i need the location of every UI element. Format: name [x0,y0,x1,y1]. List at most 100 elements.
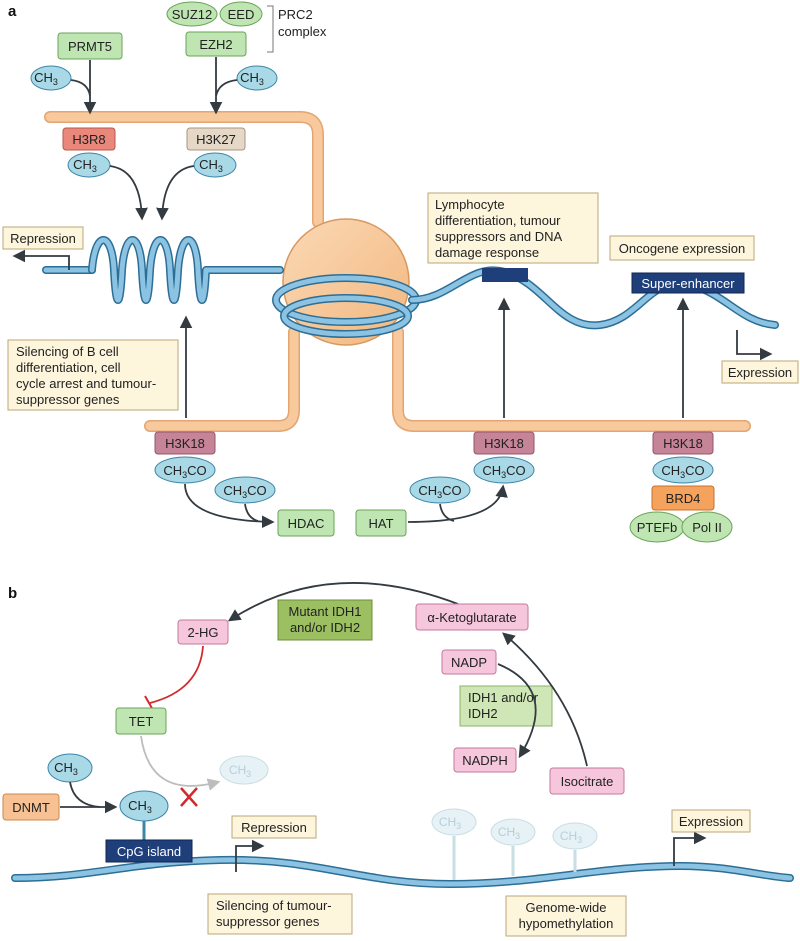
svg-text:CH3: CH3 [439,815,461,831]
isocitrate-to-akg-arrow [502,632,588,767]
ch3co-bubble-left [154,456,216,484]
ptefb-label: PTEFb [637,520,677,535]
h3k27-box [186,127,246,151]
ch3-h3r8-label: CH3 [73,157,97,174]
dnmt-box [2,793,60,821]
silencing-a-line-3: cycle arrest and tumour- [16,376,156,391]
lymphocyte-note [427,192,599,264]
ch3-b1-label: CH3 [54,760,78,777]
repression-arrow-a [12,249,70,270]
repression-label-a: Repression [10,231,76,246]
prmt5-box [57,32,123,60]
ch3co-hat-label: CH3CO [418,483,461,500]
prc2-label-1: PRC2 [278,7,313,22]
ch3-bubble-cpg [119,790,169,822]
isocitrate-box [549,767,625,795]
deacetylation-arrow [184,483,275,529]
silencing-note-b [207,893,353,935]
ch3-bubble-h3k27 [193,152,237,178]
expression-label-a: Expression [728,365,792,380]
repression-label-b: Repression [241,820,307,835]
expression-arrow-a [736,330,773,361]
h3k18-box-left [154,431,216,455]
hypomethylation-note [505,895,627,937]
dna-condensed-coil [88,236,284,304]
ch3-bubble-a2 [236,65,278,91]
panel-a-label: a [8,3,17,20]
suz12-bubble [166,1,218,27]
nadp-label: NADP [451,655,487,670]
silencing-b-line-1: Silencing of tumour- [216,898,332,913]
silencing-a-line-4: suppressor genes [16,392,120,407]
hypo-line-2: hypomethylation [519,916,614,931]
svg-text:CH3: CH3 [560,829,582,845]
ch3-removed-bubble [219,755,269,785]
eed-bubble [219,1,263,27]
ch3co-bubble-hdac [214,476,276,504]
lymphocyte-line-3: suppressors and DNA [435,229,562,244]
ch3-a2-connector [215,79,238,97]
oncogene-label: Oncogene expression [619,241,745,256]
histone-tail-bottom-left [145,327,299,431]
histone-tail-bottom-right-outline [392,326,751,432]
akg-label: α-Ketoglutarate [427,610,516,625]
tet-label: TET [129,714,154,729]
dna-wrap [272,274,420,338]
repression-box-b [231,815,317,839]
h3k18-middle-label: H3K18 [484,436,524,451]
repression-arrow-b [235,839,265,872]
h3k18-left-label: H3K18 [165,436,205,451]
faded-ch3-group: CH3 CH3 CH3 [431,808,598,880]
nadph-box [453,747,517,773]
dna-b [12,857,793,887]
ch3-a1-label: CH3 [34,70,58,87]
expression-box-b [671,809,751,833]
prc2-bracket [267,5,274,53]
ch3-bubble-a1 [30,65,72,91]
idh-box [459,685,553,727]
silencing-a-line-1: Silencing of B cell [16,344,119,359]
nadp-box [441,649,497,675]
histone-tail-top [45,112,323,227]
akg-box [415,603,529,631]
h3r8-box [62,127,116,151]
two-hg-label: 2-HG [187,625,218,640]
ch3co-left-label: CH3CO [163,463,206,480]
acetylation-arrow [407,484,508,523]
hat-label: HAT [368,516,393,531]
h3k27-to-coil-arrow [156,165,195,221]
ch3-cpg-label: CH3 [128,798,152,815]
hat-box [355,509,407,537]
mutant-idh-line-2: and/or IDH2 [290,620,360,635]
brd4-box [651,485,715,511]
ch3co-bubble-middle [473,456,535,484]
oncogene-note [609,235,755,261]
inhibit-line [149,645,204,704]
ch3co-right-label: CH3CO [661,463,704,480]
svg-text:CH3: CH3 [498,825,520,841]
h3k27-label: H3K27 [196,132,236,147]
dnmt-label: DNMT [12,800,50,815]
nadph-label: NADPH [462,753,508,768]
ch3-a1-connector [70,79,91,97]
prc2-label-2: complex [278,24,327,39]
ch3-removed-label: CH3 [229,763,251,779]
mutant-idh-line-1: Mutant IDH1 [289,604,362,619]
panel-b-label: b [8,585,17,602]
ch3co-middle-label: CH3CO [482,463,525,480]
cpg-island-label: CpG island [117,844,181,859]
eed-label: EED [228,7,255,22]
ch3co-hdac-connector [244,503,259,522]
prmt5-label: PRMT5 [68,39,112,54]
lymphocyte-gene-block [482,268,528,282]
pol2-bubble [681,511,733,543]
ch3-a2-label: CH3 [240,70,264,87]
expression-box-a [721,360,799,384]
tet-box [115,707,167,735]
ezh2-label: EZH2 [199,37,232,52]
ch3co-bubble-hat [409,476,471,504]
dna-right [409,267,778,328]
ch3co-bubble-right [652,456,714,484]
silencing-note-a [7,339,179,411]
